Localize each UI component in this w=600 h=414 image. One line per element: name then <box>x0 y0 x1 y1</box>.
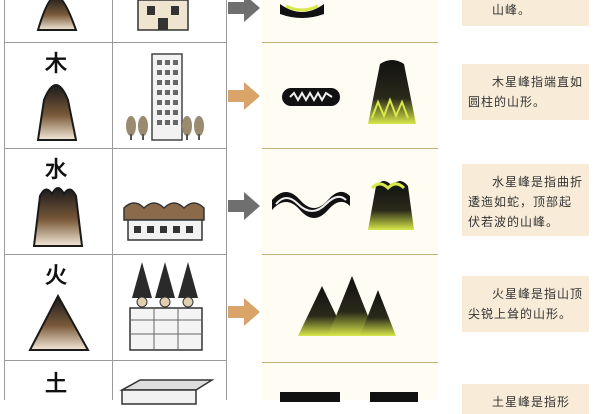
arrow-right-icon <box>228 0 260 22</box>
mountain-illustrations <box>28 0 215 405</box>
element-label-earth: 土 <box>44 372 67 397</box>
panel-divider <box>262 254 438 255</box>
wavy-ridge-icon <box>272 191 350 218</box>
description-wood: 木星峰指端直如圆柱的山形。 <box>462 64 589 120</box>
pillar-peak-icon <box>368 60 416 124</box>
tower-block-icon <box>151 53 183 141</box>
table-divider <box>4 254 226 255</box>
element-label-fire: 火 <box>44 264 67 289</box>
flat-ridge-icon <box>280 4 324 18</box>
mountain-icon <box>32 187 84 247</box>
description-text: 木星峰指端直如圆柱的山形。 <box>468 75 584 109</box>
table-border <box>4 0 5 400</box>
peak-illustrations <box>272 4 418 402</box>
description-text: 土星峰是指形 <box>492 395 571 409</box>
mountain-icon <box>28 293 90 351</box>
description-text: 山峰。 <box>492 3 532 17</box>
wavy-peak-icon <box>368 181 414 230</box>
description-text: 火星峰是指山顶尖锐上耸的山形。 <box>468 287 584 321</box>
table-divider <box>4 360 226 361</box>
element-table: 木 水 火 土 <box>0 0 248 400</box>
description-water: 水星峰是指曲折逶迤如蛇，顶部起伏若波的山峰。 <box>462 164 589 236</box>
description-row-0: 山峰。 <box>462 0 589 26</box>
panel-divider <box>262 42 438 43</box>
arrow-right-icon <box>228 192 260 220</box>
panel-divider <box>262 362 438 363</box>
flat-ridge-icon <box>280 392 418 402</box>
table-divider <box>4 42 226 43</box>
flat-building-icon <box>119 379 215 405</box>
element-label-water: 水 <box>44 158 67 183</box>
description-text: 水星峰是指曲折逶迤如蛇，顶部起伏若波的山峰。 <box>468 175 584 229</box>
wave-roof-house-icon <box>123 202 205 241</box>
tree-icon <box>126 116 204 140</box>
description-fire: 火星峰是指山顶尖锐上耸的山形。 <box>462 276 589 332</box>
table-border <box>226 0 227 400</box>
pointed-peaks-icon <box>298 276 396 336</box>
arrow-right-icon <box>228 298 260 326</box>
spire-building-icon <box>129 262 203 351</box>
arrow-right-icon <box>228 82 260 110</box>
panel-divider <box>262 148 438 149</box>
table-border <box>112 0 113 400</box>
element-label-wood: 木 <box>44 52 67 77</box>
flat-ridge-icon <box>282 88 340 106</box>
building-icon <box>137 0 189 31</box>
table-divider <box>4 148 226 149</box>
mountain-icon <box>36 0 78 31</box>
mountain-icon <box>36 84 78 141</box>
description-earth: 土星峰是指形 <box>462 384 589 414</box>
